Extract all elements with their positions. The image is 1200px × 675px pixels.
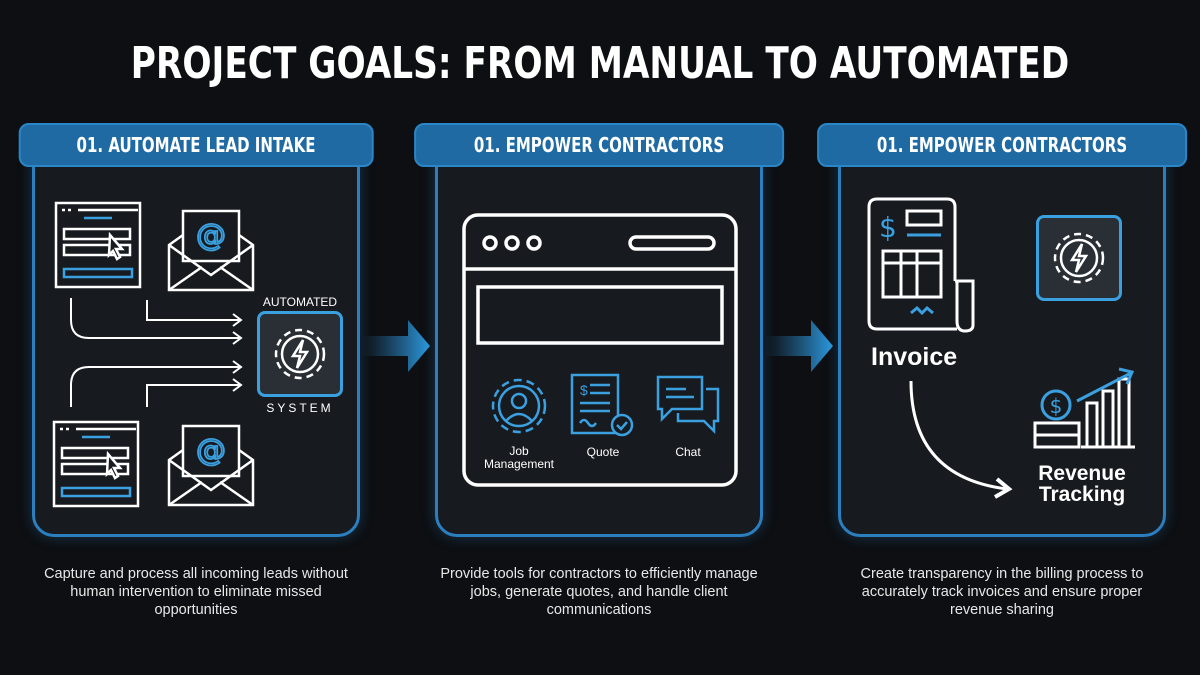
automated-system-box — [257, 311, 343, 397]
panel-badge: 01. EMPOWER CONTRACTORS — [414, 123, 784, 167]
automation-gear-box — [1036, 215, 1122, 301]
svg-text:@: @ — [196, 433, 226, 468]
panel-description: Create transparency in the billing proce… — [860, 566, 1144, 618]
panel-badge: 01. AUTOMATE LEAD INTAKE — [18, 123, 374, 167]
curved-arrow — [909, 380, 1013, 499]
system-label-bottom: SYSTEM — [266, 401, 334, 415]
svg-text:@: @ — [196, 218, 226, 253]
svg-text:$: $ — [879, 211, 897, 244]
chevron-arrow-icon — [362, 320, 430, 372]
panel-empower-contractors: 01. EMPOWER CONTRACTORS Job Management $… — [414, 123, 784, 537]
tool-label-job-management: Job Management — [483, 444, 555, 471]
app-window-icon — [462, 213, 738, 487]
chat-icon — [656, 375, 720, 435]
quote-icon: $ — [570, 373, 634, 437]
gear-bolt-icon — [1053, 232, 1105, 284]
revenue-tracking-label: Revenue Tracking — [1038, 462, 1126, 506]
panel-description: Capture and process all incoming leads w… — [44, 566, 348, 618]
revenue-chart-icon: $ — [1033, 367, 1135, 449]
gear-bolt-icon — [274, 328, 326, 380]
system-label-top: AUTOMATED — [262, 295, 338, 309]
svg-text:$: $ — [580, 382, 588, 398]
email-icon: @ — [167, 209, 255, 292]
panel-description: Provide tools for contractors to efficie… — [440, 566, 758, 618]
email-icon: @ — [167, 424, 255, 507]
panel-badge: 01. EMPOWER CONTRACTORS — [817, 123, 1187, 167]
chevron-arrow-icon — [765, 320, 833, 372]
web-form-icon — [52, 420, 140, 508]
flow-arrows — [70, 298, 243, 407]
invoice-icon: $ — [867, 197, 975, 333]
panel-billing: 01. EMPOWER CONTRACTORS $ Invoice $ Reve… — [817, 123, 1187, 537]
svg-text:$: $ — [1050, 394, 1063, 418]
tool-label-chat: Chat — [675, 445, 701, 459]
job-management-icon — [491, 378, 547, 434]
invoice-label: Invoice — [871, 343, 958, 371]
web-form-icon — [54, 201, 142, 289]
page-title: PROJECT GOALS: FROM MANUAL TO AUTOMATED — [130, 38, 1070, 89]
panel-automate-lead-intake: 01. AUTOMATE LEAD INTAKE @ AUTOMATED SYS… — [18, 123, 374, 537]
tool-label-quote: Quote — [586, 445, 620, 459]
